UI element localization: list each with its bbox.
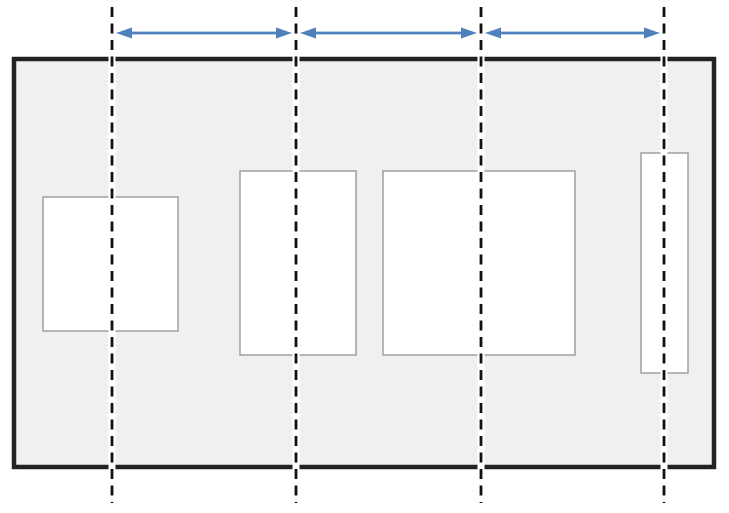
spacing-arrow-3 [485, 27, 660, 39]
arrow-head-right-icon [461, 27, 477, 39]
arrow-head-left-icon [300, 27, 316, 39]
arrow-head-right-icon [644, 27, 660, 39]
arrow-head-left-icon [485, 27, 501, 39]
arrow-head-right-icon [276, 27, 292, 39]
arrow-head-left-icon [116, 27, 132, 39]
spacing-arrow-2 [300, 27, 477, 39]
spacing-arrow-1 [116, 27, 292, 39]
